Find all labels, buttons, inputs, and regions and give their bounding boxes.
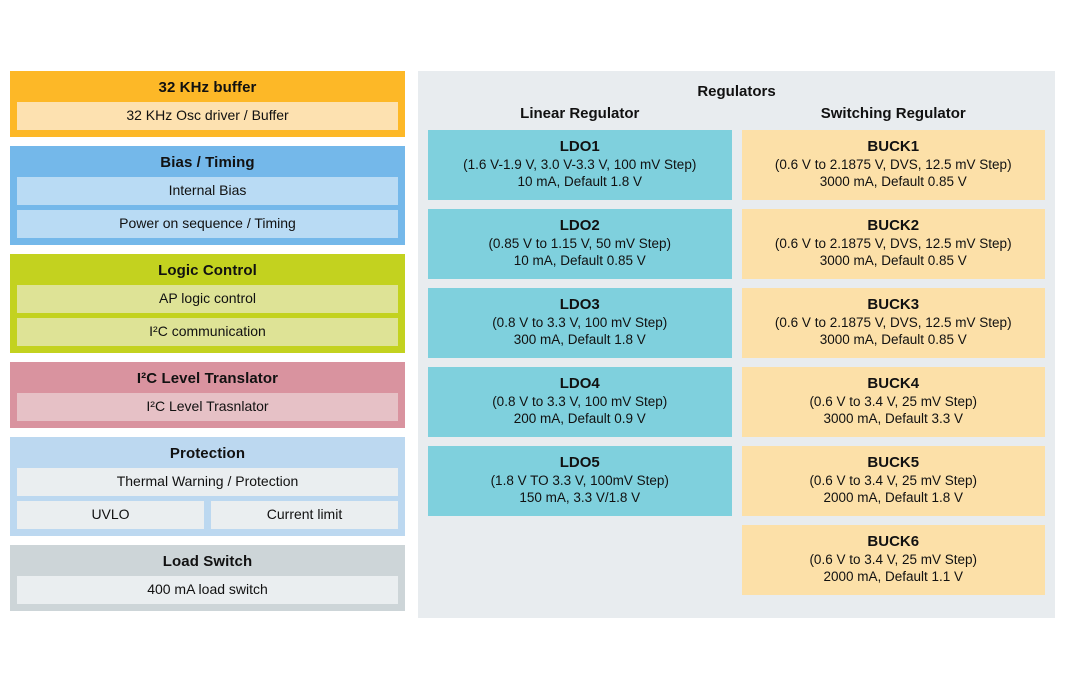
block-ap-logic-control: AP logic control: [17, 285, 398, 313]
switching-regulator-column-title: Switching Regulator: [820, 105, 966, 122]
group-title-bias-timing: Bias / Timing: [160, 154, 255, 171]
regulator-columns: Linear Regulator LDO1 (1.6 V-1.9 V, 3.0 …: [418, 101, 1055, 604]
regulators-panel-title: Regulators: [697, 83, 776, 100]
block-ldo4-name: LDO4: [559, 375, 600, 392]
block-buck6-current: 2000 mA, Default 1.1 V: [823, 569, 964, 584]
group-title-load-switch: Load Switch: [162, 553, 253, 570]
block-ldo3-name: LDO3: [559, 296, 600, 313]
block-buck4: BUCK4 (0.6 V to 3.4 V, 25 mV Step) 3000 …: [741, 367, 1045, 437]
block-thermal-warning-protection: Thermal Warning / Protection: [17, 468, 398, 496]
block-32khz-osc-driver: 32 KHz Osc driver / Buffer: [17, 102, 398, 130]
block-ldo5-current: 150 mA, 3.3 V/1.8 V: [519, 490, 641, 505]
block-ldo2-name: LDO2: [559, 217, 600, 234]
block-buck6: BUCK6 (0.6 V to 3.4 V, 25 mV Step) 2000 …: [741, 525, 1045, 595]
linear-regulator-column-title: Linear Regulator: [520, 105, 640, 122]
block-buck5: BUCK5 (0.6 V to 3.4 V, 25 mV Step) 2000 …: [741, 446, 1045, 516]
block-ldo1-current: 10 mA, Default 1.8 V: [517, 174, 643, 189]
block-buck4-name: BUCK4: [867, 375, 920, 392]
block-ldo3-current: 300 mA, Default 1.8 V: [513, 332, 646, 347]
block-buck1: BUCK1 (0.6 V to 2.1875 V, DVS, 12.5 mV S…: [741, 130, 1045, 200]
block-ldo2: LDO2 (0.85 V to 1.15 V, 50 mV Step) 10 m…: [428, 209, 732, 279]
block-ldo4-current: 200 mA, Default 0.9 V: [513, 411, 646, 426]
block-buck1-current: 3000 mA, Default 0.85 V: [819, 174, 967, 189]
block-buck6-name: BUCK6: [867, 533, 920, 550]
block-buck3-range: (0.6 V to 2.1875 V, DVS, 12.5 mV Step): [774, 315, 1012, 330]
block-ldo4: LDO4 (0.8 V to 3.3 V, 100 mV Step) 200 m…: [428, 367, 732, 437]
block-buck2: BUCK2 (0.6 V to 2.1875 V, DVS, 12.5 mV S…: [741, 209, 1045, 279]
block-ldo5-range: (1.8 V TO 3.3 V, 100mV Step): [490, 473, 669, 488]
block-ldo4-range: (0.8 V to 3.3 V, 100 mV Step): [492, 394, 668, 409]
block-buck1-range: (0.6 V to 2.1875 V, DVS, 12.5 mV Step): [774, 157, 1012, 172]
block-power-on-sequence-timing: Power on sequence / Timing: [17, 210, 398, 238]
block-buck4-range: (0.6 V to 3.4 V, 25 mV Step): [809, 394, 978, 409]
block-buck2-range: (0.6 V to 2.1875 V, DVS, 12.5 mV Step): [774, 236, 1012, 251]
block-buck3-name: BUCK3: [867, 296, 920, 313]
block-buck5-range: (0.6 V to 3.4 V, 25 mV Step): [809, 473, 978, 488]
block-ldo2-range: (0.85 V to 1.15 V, 50 mV Step): [488, 236, 672, 251]
block-ldo5: LDO5 (1.8 V TO 3.3 V, 100mV Step) 150 mA…: [428, 446, 732, 516]
group-title-logic-control: Logic Control: [158, 262, 257, 279]
block-buck3-current: 3000 mA, Default 0.85 V: [819, 332, 967, 347]
group-protection: Protection Thermal Warning / Protection …: [10, 437, 405, 536]
block-buck2-name: BUCK2: [867, 217, 920, 234]
block-buck4-current: 3000 mA, Default 3.3 V: [823, 411, 964, 426]
block-400ma-load-switch: 400 mA load switch: [17, 576, 398, 604]
block-ldo1-range: (1.6 V-1.9 V, 3.0 V-3.3 V, 100 mV Step): [463, 157, 697, 172]
block-buck2-current: 3000 mA, Default 0.85 V: [819, 253, 967, 268]
group-title-32khz-buffer: 32 KHz buffer: [158, 79, 257, 96]
block-uvlo: UVLO: [17, 501, 204, 529]
block-buck6-range: (0.6 V to 3.4 V, 25 mV Step): [809, 552, 978, 567]
left-function-blocks: 32 KHz buffer 32 KHz Osc driver / Buffer…: [10, 71, 405, 620]
block-buck5-current: 2000 mA, Default 1.8 V: [823, 490, 964, 505]
block-current-limit: Current limit: [211, 501, 398, 529]
block-buck5-name: BUCK5: [867, 454, 920, 471]
group-i2c-level-translator: I²C Level Translator I²C Level Trasnlato…: [10, 362, 405, 428]
block-ldo5-name: LDO5: [559, 454, 600, 471]
group-32khz-buffer: 32 KHz buffer 32 KHz Osc driver / Buffer: [10, 71, 405, 137]
linear-regulator-column: Linear Regulator LDO1 (1.6 V-1.9 V, 3.0 …: [428, 101, 732, 604]
block-ldo2-current: 10 mA, Default 0.85 V: [513, 253, 646, 268]
block-buck1-name: BUCK1: [867, 138, 920, 155]
switching-regulator-column: Switching Regulator BUCK1 (0.6 V to 2.18…: [741, 101, 1045, 604]
group-title-i2c-level-translator: I²C Level Translator: [136, 370, 279, 387]
group-load-switch: Load Switch 400 mA load switch: [10, 545, 405, 611]
block-i2c-communication: I²C communication: [17, 318, 398, 346]
linear-column-spacer: [428, 525, 732, 595]
block-ldo1-name: LDO1: [559, 138, 600, 155]
block-ldo1: LDO1 (1.6 V-1.9 V, 3.0 V-3.3 V, 100 mV S…: [428, 130, 732, 200]
protection-split-row: UVLO Current limit: [17, 501, 398, 529]
group-bias-timing: Bias / Timing Internal Bias Power on seq…: [10, 146, 405, 245]
block-ldo3-range: (0.8 V to 3.3 V, 100 mV Step): [492, 315, 668, 330]
block-internal-bias: Internal Bias: [17, 177, 398, 205]
block-buck3: BUCK3 (0.6 V to 2.1875 V, DVS, 12.5 mV S…: [741, 288, 1045, 358]
group-title-protection: Protection: [169, 445, 246, 462]
group-logic-control: Logic Control AP logic control I²C commu…: [10, 254, 405, 353]
block-i2c-level-translator: I²C Level Trasnlator: [17, 393, 398, 421]
block-ldo3: LDO3 (0.8 V to 3.3 V, 100 mV Step) 300 m…: [428, 288, 732, 358]
regulators-panel: Regulators Linear Regulator LDO1 (1.6 V-…: [418, 71, 1055, 618]
